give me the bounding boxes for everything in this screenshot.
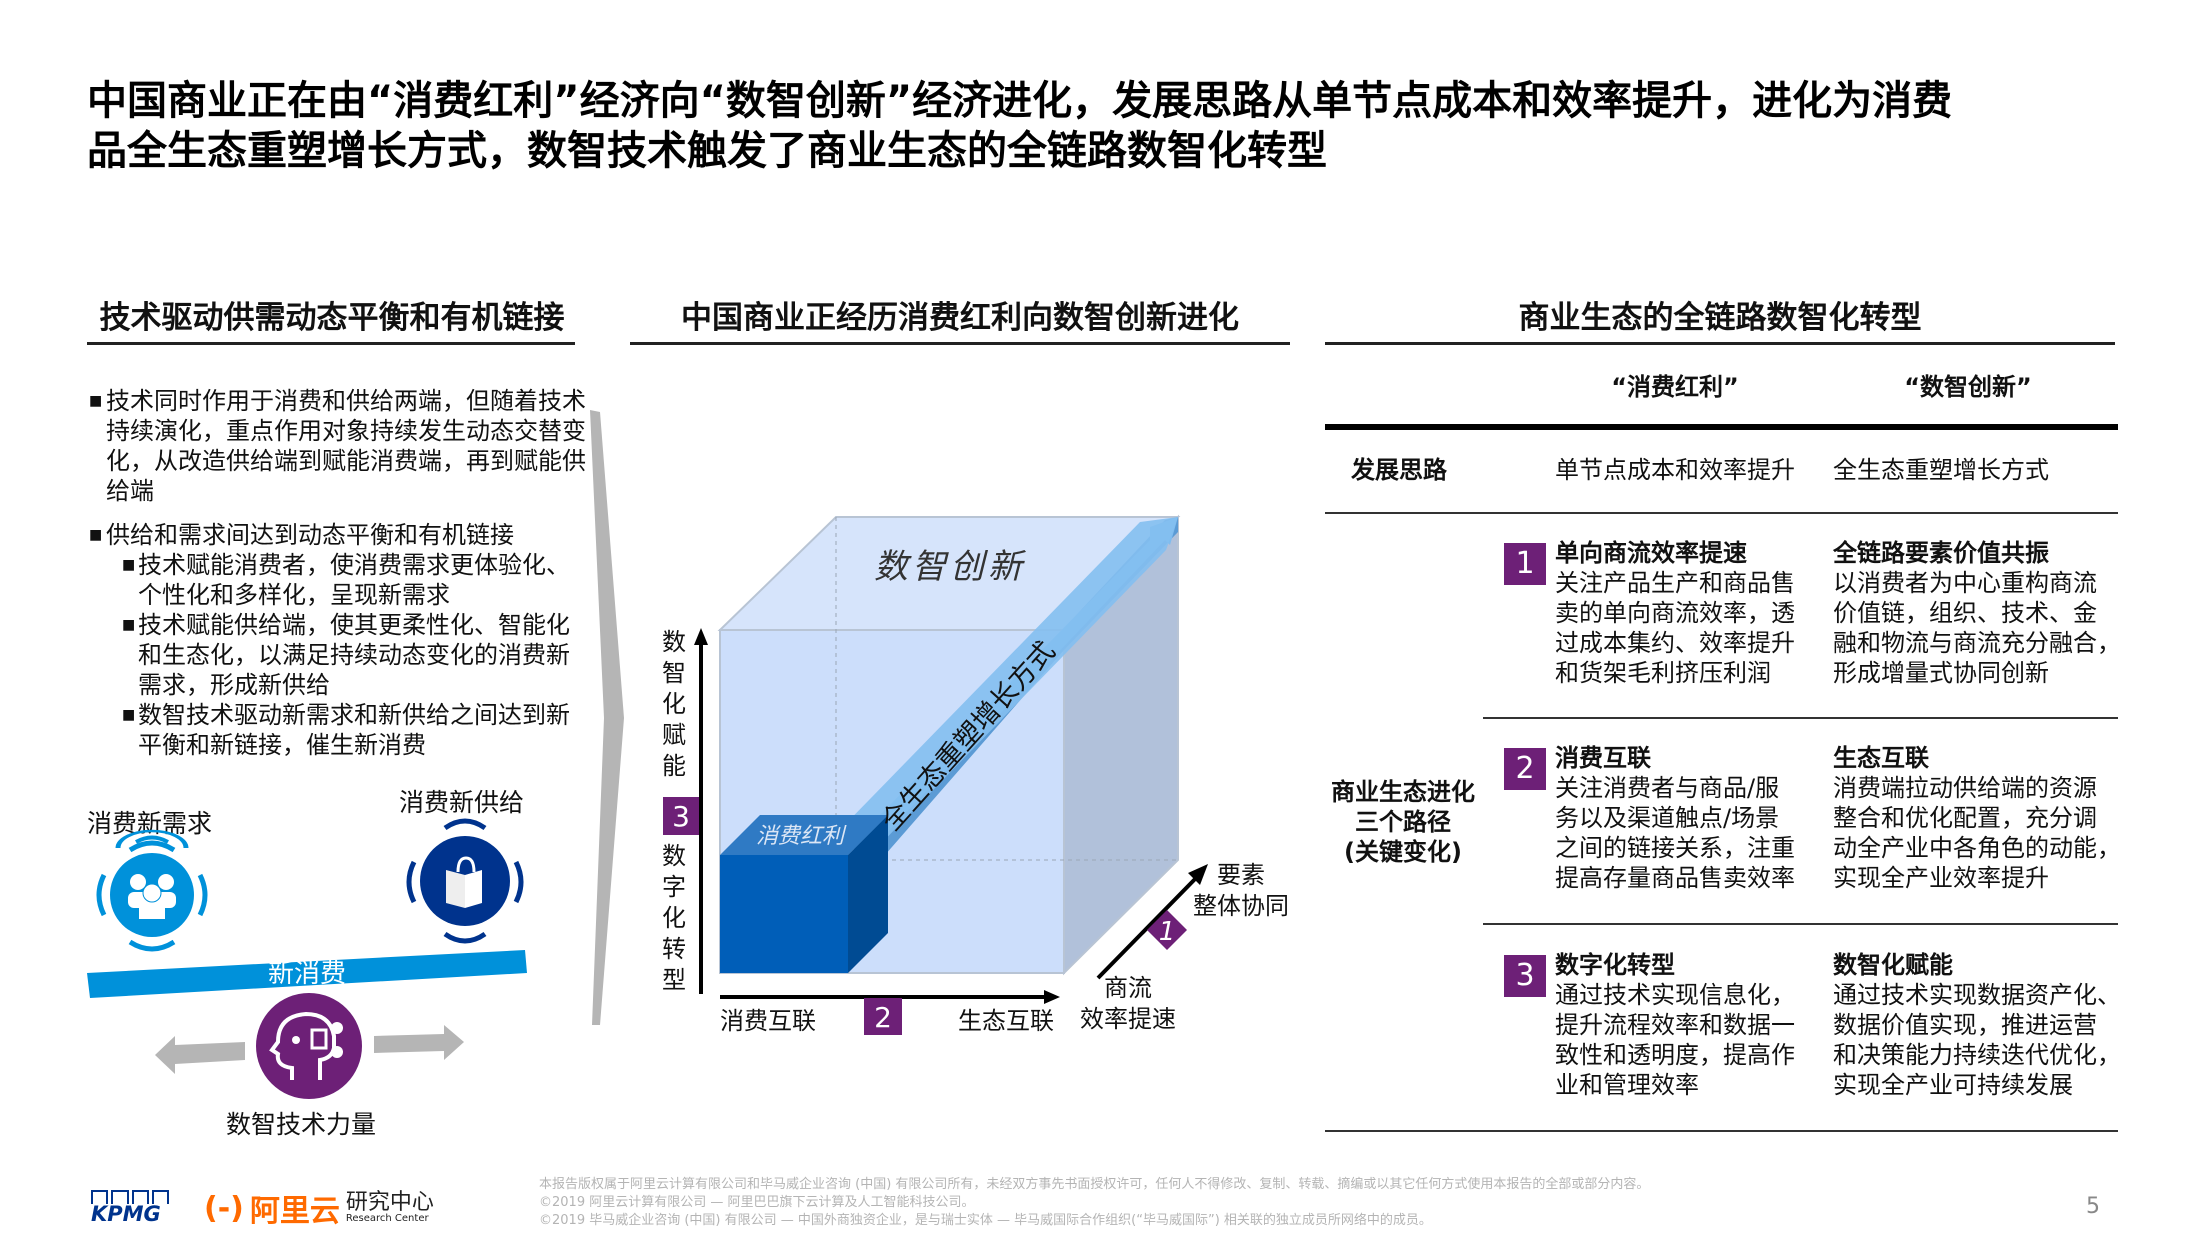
aliyun-logo: (-) 阿里云 研究中心 Research Center (204, 1190, 434, 1230)
page-number: 5 (2086, 1194, 2100, 1219)
small-cube-front (720, 855, 848, 973)
svg-text:1: 1 (1159, 917, 1176, 947)
svg-text:转: 转 (662, 935, 686, 963)
x-axis-left-label: 消费互联 (720, 1007, 816, 1035)
badge-2 (864, 998, 902, 1035)
z-axis-start-label: 效率提速 (1080, 1005, 1176, 1033)
people-group-icon (96, 829, 208, 952)
svg-text:数: 数 (662, 842, 686, 870)
sub-bullet-item: ■技术赋能供给端，使其更柔性化、智能化和生态化，以满足持续动态变化的消费新需求，… (122, 611, 570, 699)
cube-top-label: 数智创新 (874, 547, 1027, 587)
sub-bullet-item: ■数智技术驱动新需求和新供给之间达到新平衡和新链接，催生新消费 (122, 701, 570, 759)
svg-text:数: 数 (662, 628, 686, 656)
shopping-bag-icon (406, 818, 524, 944)
svg-text:化: 化 (662, 690, 686, 718)
x-axis-right-label: 生态互联 (958, 1007, 1054, 1035)
demand-label: 消费新需求 (87, 809, 213, 838)
divider (630, 342, 1290, 345)
col-header-1: “消费红利” (1611, 373, 1739, 401)
supply-label: 消费新供给 (399, 788, 525, 817)
z-axis (1096, 874, 1200, 980)
table-header-rule (1325, 424, 2118, 430)
kpmg-logo: KPMG (91, 1190, 169, 1226)
svg-text:能: 能 (662, 752, 686, 780)
divider (1483, 717, 2118, 719)
svg-text:2: 2 (874, 1001, 892, 1034)
path-3-innovation: 数智化赋能 通过技术实现数据资产化、数据价值实现，推进运营和决策能力持续迭代优化… (1833, 951, 2121, 1099)
bar-label: 新消费 (268, 959, 346, 989)
page-title: 中国商业正在由“消费红利”经济向“数智创新”经济进化，发展思路从单节点成本和效率… (87, 78, 1953, 174)
divider (1325, 342, 2115, 345)
small-cube-label: 消费红利 (756, 824, 847, 849)
middle-heading: 中国商业正经历消费红利向数智创新进化 (681, 300, 1239, 336)
path-3-consumption: 数字化转型 通过技术实现信息化，提升流程效率和数据一致性和透明度，提高作业和管理… (1555, 951, 1795, 1099)
path-1-consumption: 单向商流效率提速 关注产品生产和商品售卖的单向商流效率，透过成本集约、效率提升和… (1555, 539, 1795, 687)
path-1-innovation: 全链路要素价值共振 以消费者为中心重构商流价值链，组织、技术、金融和物流与商流充… (1833, 539, 2121, 687)
y-axis-bottom-label: 数 字 化 转 型 (662, 842, 686, 994)
svg-text:化: 化 (662, 904, 686, 932)
badge-3 (663, 797, 699, 835)
bullet-item: ■技术同时作用于消费和供给两端，但随着技术持续演化，重点作用对象持续发生动态交替… (89, 387, 586, 505)
evolution-cube: 消费红利 数智创新 全生态重塑增长方式 (717, 514, 1181, 976)
bullet-item: ■供给和需求间达到动态平衡和有机链接 (89, 521, 514, 549)
path-badge-2: 2 (1504, 748, 1546, 790)
left-bullets: ■技术同时作用于消费和供给两端，但随着技术持续演化，重点作用对象持续发生动态交替… (89, 386, 586, 760)
right-heading: 商业生态的全链路数智化转型 (1518, 300, 1922, 336)
new-consumption-bar (87, 950, 527, 998)
small-cube-top (720, 815, 888, 855)
separator-chevron (590, 410, 624, 1025)
divider (1325, 1130, 2118, 1132)
svg-text:智: 智 (662, 659, 686, 687)
svg-text:型: 型 (662, 966, 686, 994)
dev-value-1: 单节点成本和效率提升 (1555, 456, 1795, 484)
path-2-innovation: 生态互联 消费端拉动供给端的资源整合和优化配置，充分调动全产业中各角色的动能，实… (1833, 744, 2121, 892)
path-badge-3: 3 (1504, 955, 1546, 997)
arrow-right-icon (374, 1025, 464, 1060)
svg-text:3: 3 (672, 800, 690, 833)
badge-1 (1147, 910, 1187, 950)
z-axis-start-label: 商流 (1104, 974, 1152, 1002)
svg-text:赋: 赋 (662, 721, 686, 749)
arrow-left-icon (155, 1036, 245, 1074)
z-axis-end-label: 整体协同 (1193, 892, 1289, 920)
copyright-notice: 本报告版权属于阿里云计算有限公司和毕马威企业咨询 (中国) 有限公司所有，未经双… (539, 1177, 1650, 1228)
ai-head-icon (256, 993, 362, 1099)
dev-value-2: 全生态重塑增长方式 (1833, 456, 2049, 484)
svg-text:字: 字 (662, 873, 686, 901)
row-label-dev: 发展思路 (1351, 456, 1447, 484)
path-badge-1: 1 (1504, 543, 1546, 585)
z-axis-end-label: 要素 (1217, 861, 1265, 889)
small-cube-side (848, 815, 888, 973)
path-2-consumption: 消费互联 关注消费者与商品/服务以及渠道触点/场景之间的链接关系，注重提高存量商… (1555, 744, 1795, 892)
col-header-2: “数智创新” (1904, 373, 2032, 401)
paths-label: 商业生态进化 三个路径 (关键变化) (1331, 778, 1475, 866)
divider (87, 342, 575, 345)
divider (1325, 512, 2118, 514)
force-label: 数智技术力量 (226, 1110, 377, 1139)
divider (1483, 923, 2118, 925)
sub-bullet-item: ■技术赋能消费者，使消费需求更体验化、个性化和多样化，呈现新需求 (122, 551, 570, 609)
y-axis-top-label: 数 智 化 赋 能 (662, 628, 686, 780)
left-heading: 技术驱动供需动态平衡和有机链接 (99, 300, 565, 336)
aliyun-bracket-icon: (-) (204, 1190, 244, 1226)
